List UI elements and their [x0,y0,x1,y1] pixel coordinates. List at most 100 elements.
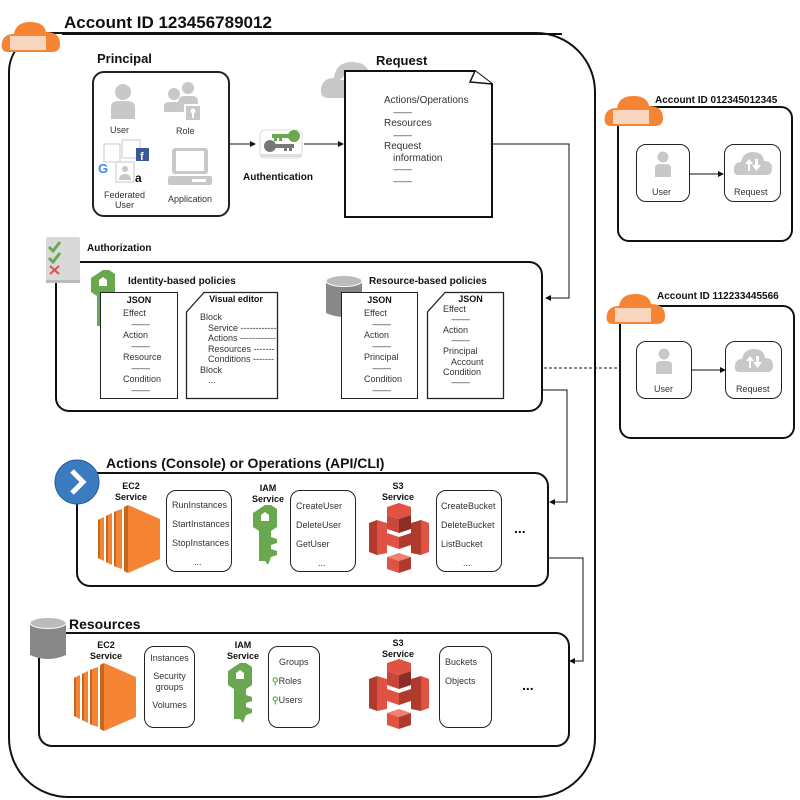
action-item: DeleteUser [296,520,342,530]
account-b-user-label: User [652,187,672,197]
iam-service-text: IAM Service [226,640,260,661]
s3-bucket-icon [369,503,429,573]
iam-key-icon [228,663,258,725]
request-line: Actions/Operations [384,95,469,106]
resource-item: Volumes [152,700,187,710]
resources-database-icon [29,617,67,663]
resource-json-header: JSON [367,295,392,305]
resources-s3-list-box [439,646,492,728]
action-item: ... [318,558,326,568]
small-key-icon: ⚲ [272,695,279,705]
resource-json2-field: Effect [443,304,466,314]
actions-s3-list: CreateBucket DeleteBucket ListBucket ... [441,497,496,573]
identity-json-field: Action [123,330,149,340]
resource-json-doc-1: JSON Effect ----------- Action ---------… [341,292,418,399]
s3-bucket-icon [369,659,429,729]
dashes: ----------- [451,314,470,324]
resource-json-doc-2: JSON Effect ----------- Action ---------… [427,292,504,388]
resource-item: Objects [445,676,476,686]
application-icon [168,146,212,186]
authentication-keys-icon [258,126,304,160]
ec2-icon [98,505,162,573]
divider [62,33,562,35]
resource-json2-field: Action [443,325,469,335]
dashes: ----------- [372,320,391,329]
action-item: CreateBucket [441,501,496,511]
account-c-request-icon [734,347,774,373]
account-b-cloud-icon [603,92,665,128]
account-b-arrow [690,171,724,177]
identity-json-field: Condition [123,374,162,384]
resources-ec2-list-box [144,646,195,728]
resource-json-field: Principal [364,352,399,362]
s3-service-text: S3 Service [381,481,415,502]
resources-s3-service-label: S3 Service [374,638,422,660]
actions-title: Actions (Console) or Operations (API/CLI… [106,455,385,471]
request-line: information [393,152,443,164]
actions-ec2-list-box [166,490,232,572]
small-key-icon: ⚲ [272,676,279,686]
resources-ec2-service-label: EC2 Service [83,640,129,662]
visual-editor-line: Block [200,364,223,375]
account-b-request-label: Request [734,187,768,197]
action-item: ListBucket [441,539,483,549]
ec2-service-text: EC2 Service [89,640,123,661]
resource-json-field: Condition [364,374,403,384]
visual-editor-line: Service ------------ [208,322,277,333]
identity-json-field: Resource [123,352,162,362]
identity-json-doc: JSON Effect ----------- Action ---------… [100,292,178,399]
visual-editor-line: ... [208,375,216,385]
ec2-icon [74,663,138,731]
resources-iam-list: Groups ⚲Roles ⚲Users [272,653,309,710]
action-item: CreateUser [296,501,343,511]
resources-s3-list: Buckets Objects [445,653,477,691]
request-content: Actions/Operations ----------- Resources… [384,95,469,187]
iam-service-text: IAM Service [251,483,285,504]
ec2-service-text: EC2 Service [114,481,148,502]
request-document [344,70,493,218]
dashes: ----------- [131,320,150,329]
resource-item-text: Roles [278,676,302,686]
visual-editor-header: Visual editor [209,294,263,304]
resource-item: Groups [279,657,309,667]
dashes: ----------- [131,364,150,373]
account-c-user-icon [655,348,673,374]
resource-policies-title: Resource-based policies [369,276,487,287]
action-item: ... [194,557,202,567]
authentication-label: Authentication [243,172,313,183]
account-b-title: Account ID 012345012345 [655,95,778,106]
svg-text:a: a [135,171,142,185]
svg-text:f: f [140,151,144,163]
account-b-request-icon [733,150,773,176]
actions-ec2-service-label: EC2 Service [108,481,154,503]
user-icon [109,83,137,119]
resources-ec2-list: Instances Security groups Volumes [149,653,190,711]
visual-editor-content: Visual editor Block Service ------------… [186,292,278,386]
authorization-checklist-icon [46,237,80,283]
account-b-user-icon [654,151,672,177]
resource-json-doc-2-shape [426,291,505,400]
resource-json2-field: Principal [443,346,478,356]
action-item: RunInstances [172,500,228,510]
s3-service-text: S3 Service [381,638,415,659]
iam-key-icon [253,505,283,567]
dashes: ----------- [131,342,150,351]
action-item: GetUser [296,539,330,549]
request-line: Resources [384,118,432,129]
actions-iam-list: CreateUser DeleteUser GetUser ... [296,497,342,573]
account-c-request-label: Request [736,384,770,394]
identity-json-header: JSON [126,295,152,305]
resource-json2-field: Account [451,356,484,367]
principal-role-label: Role [176,126,195,136]
dashes: ----------- [131,386,150,395]
visual-editor-line: Conditions ------- [208,354,275,364]
resource-item-text: Users [278,695,303,705]
visual-editor-line: Actions ------------ [208,333,276,343]
resource-item: Buckets [445,657,478,667]
resource-json2-field: Condition [443,367,482,377]
resource-item: ⚲Users [272,691,309,710]
principal-user-label: User [110,125,130,135]
visual-editor-line: Resources ------- [208,343,275,354]
visual-editor-doc-shape [185,291,279,400]
